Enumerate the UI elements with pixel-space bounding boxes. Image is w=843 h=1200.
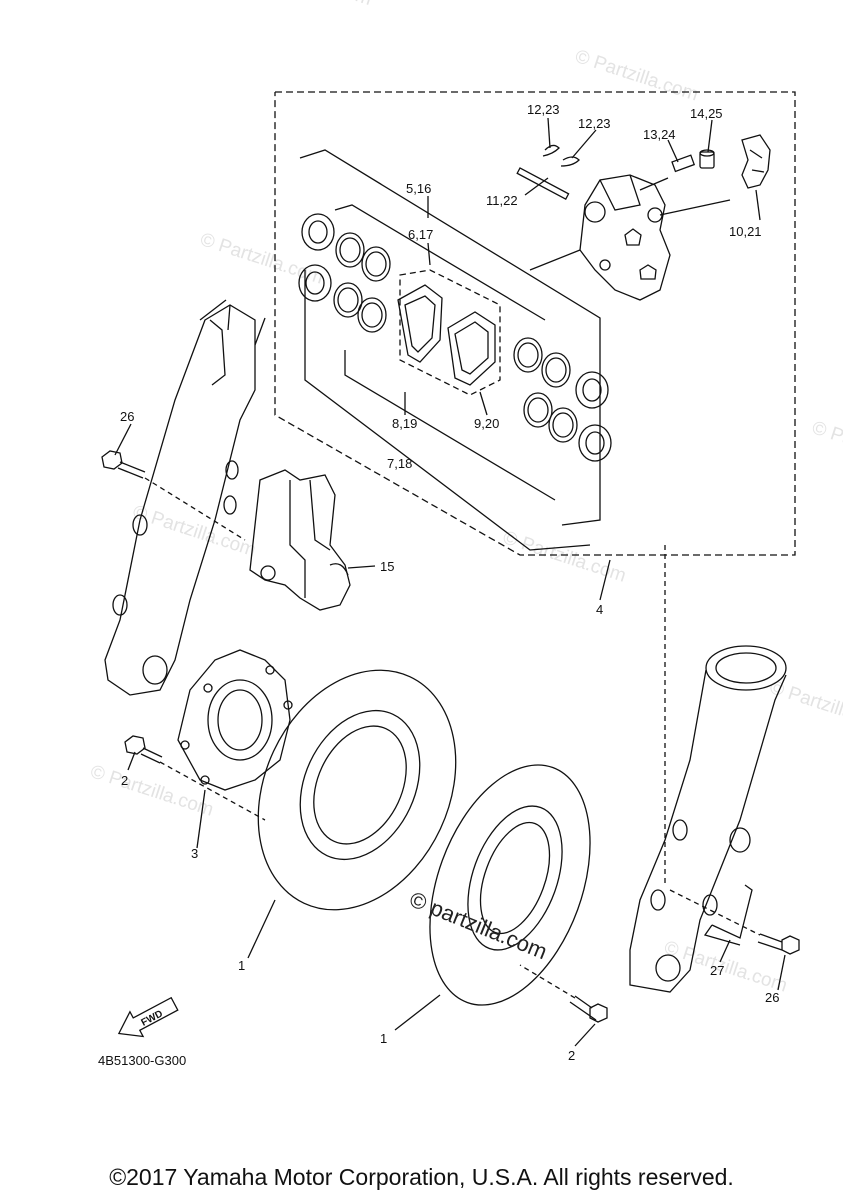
diagram-code: 4B51300-G300 bbox=[98, 1053, 186, 1068]
watermark: © Partzilla.com bbox=[246, 0, 374, 10]
callout-labels: 12,23 12,23 14,25 13,24 11,22 5,16 6,17 … bbox=[120, 102, 779, 1063]
clip-12a bbox=[542, 144, 560, 157]
callout-2b: 2 bbox=[568, 1048, 575, 1063]
callout-27: 27 bbox=[710, 963, 724, 978]
pad-spring-10 bbox=[741, 134, 771, 189]
callout-12-23a: 12,23 bbox=[527, 102, 560, 117]
clip-12b bbox=[560, 156, 580, 167]
fwd-arrow-icon: FWD bbox=[117, 996, 179, 1038]
copyright-notice: ©2017 Yamaha Motor Corporation, U.S.A. A… bbox=[109, 1164, 734, 1190]
fork-leg-left bbox=[104, 299, 266, 696]
bolt-26-right bbox=[757, 933, 800, 955]
caliper-assembly-top bbox=[529, 174, 731, 301]
callout-8-19: 8,19 bbox=[392, 416, 417, 431]
assembly-lines bbox=[144, 477, 761, 999]
callout-9-20: 9,20 bbox=[474, 416, 499, 431]
bracket-6-17 bbox=[334, 204, 546, 321]
callout-1b: 1 bbox=[380, 1031, 387, 1046]
callout-12-23b: 12,23 bbox=[578, 116, 611, 131]
watermark: © Partzilla.com bbox=[767, 677, 843, 737]
watermark: © Partzilla.com bbox=[130, 502, 258, 562]
watermark: © Partzilla.com bbox=[809, 417, 843, 477]
leader-lines bbox=[114, 117, 786, 1047]
pistons-right bbox=[513, 337, 612, 462]
callout-13-24: 13,24 bbox=[643, 127, 676, 142]
brake-disc-right bbox=[429, 764, 591, 1006]
callout-6-17: 6,17 bbox=[408, 227, 433, 242]
brake-pads-9 bbox=[397, 284, 496, 386]
fork-leg-right bbox=[629, 645, 787, 993]
callout-7-18: 7,18 bbox=[387, 456, 412, 471]
callout-11-22: 11,22 bbox=[486, 193, 518, 208]
callout-26b: 26 bbox=[765, 990, 779, 1005]
callout-5-16: 5,16 bbox=[406, 181, 431, 196]
bolt-26-left bbox=[101, 450, 146, 479]
bolt-2-right bbox=[569, 995, 608, 1023]
callout-10-21: 10,21 bbox=[729, 224, 762, 239]
brake-disc-left bbox=[257, 669, 457, 911]
callout-3: 3 bbox=[191, 846, 198, 861]
bleed-screw-13 bbox=[639, 154, 696, 191]
bolt-2-left bbox=[124, 735, 163, 764]
callout-2a: 2 bbox=[121, 773, 128, 788]
bracket-5-16 bbox=[299, 149, 601, 526]
watermark: © Partzilla.com bbox=[88, 761, 216, 821]
callout-15: 15 bbox=[380, 559, 394, 574]
cap-14 bbox=[699, 149, 715, 169]
pad-dashed-box bbox=[399, 269, 501, 396]
callout-4: 4 bbox=[596, 602, 603, 617]
disc-adapter-3 bbox=[177, 649, 293, 791]
callout-26a: 26 bbox=[120, 409, 134, 424]
pistons-left bbox=[298, 213, 391, 333]
bracket-8-19 bbox=[344, 350, 556, 501]
bracket-7-18 bbox=[304, 270, 591, 551]
callout-1a: 1 bbox=[238, 958, 245, 973]
callout-14-25: 14,25 bbox=[690, 106, 723, 121]
fwd-label: FWD bbox=[140, 1008, 165, 1028]
watermark: © Partzilla.com bbox=[500, 527, 628, 587]
caliper-15 bbox=[249, 469, 351, 611]
hose-clamp-27 bbox=[703, 884, 753, 946]
assembly-4-dashed-box bbox=[274, 91, 796, 556]
center-watermark: © partzilla.com bbox=[406, 886, 551, 964]
watermark: © Partzilla.com bbox=[572, 46, 700, 106]
